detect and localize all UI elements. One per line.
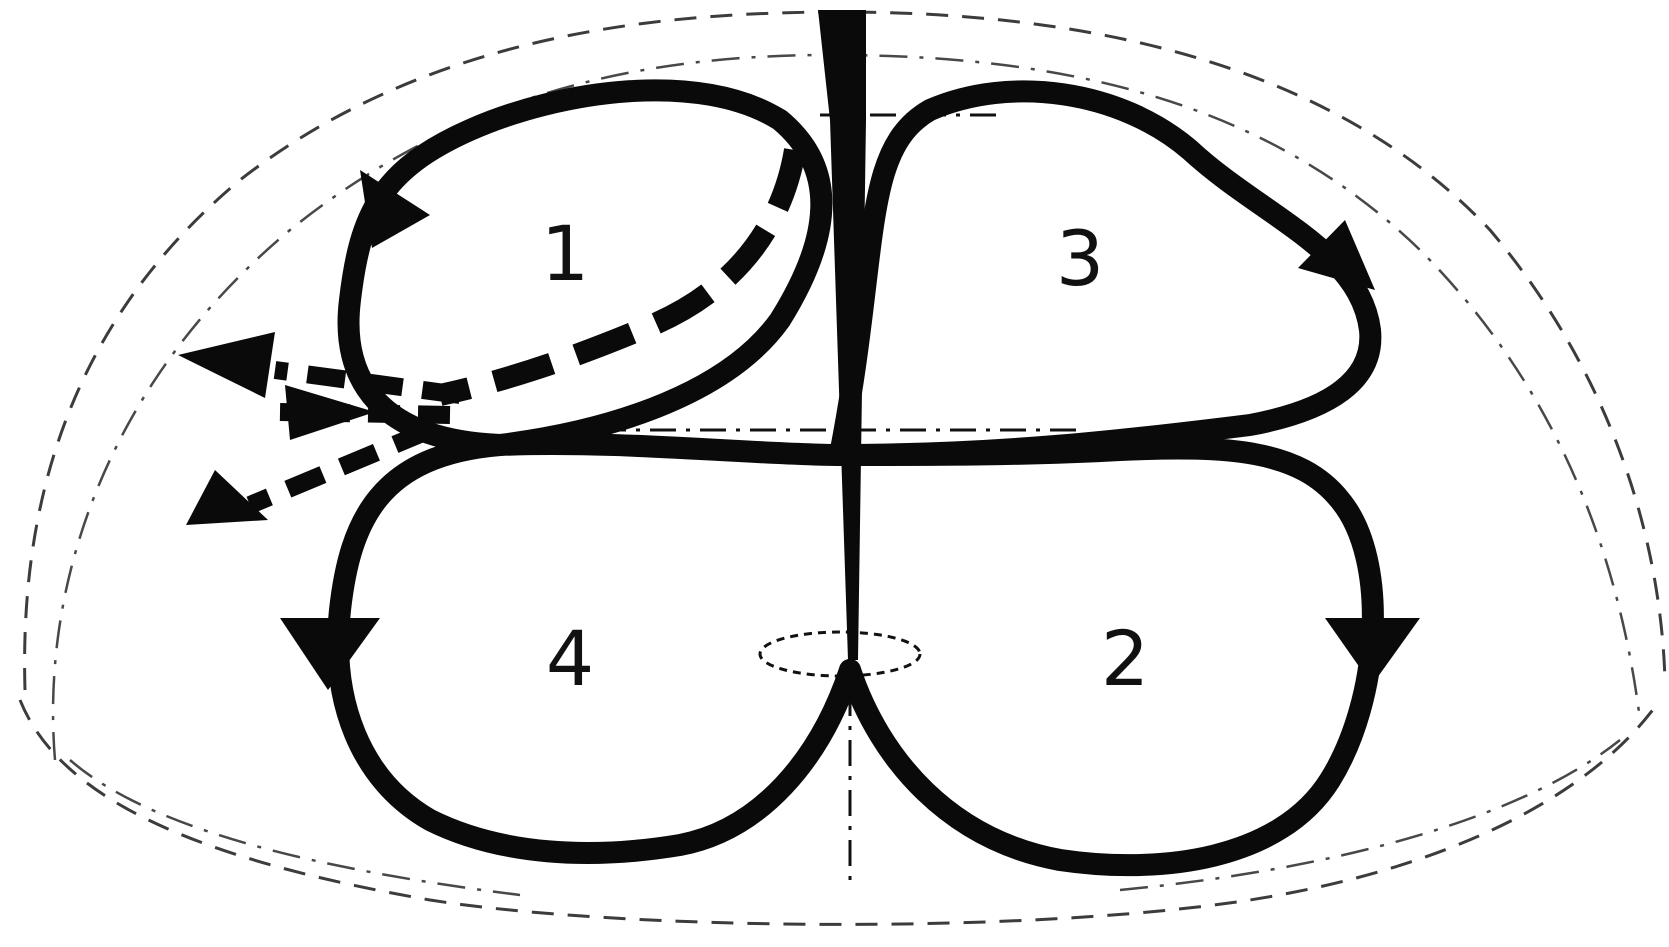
lobe-1-label: 1 — [541, 209, 589, 298]
lobe-3-label: 3 — [1056, 214, 1104, 303]
outward-arrows — [178, 332, 460, 525]
lobe-3-loop — [840, 91, 1370, 455]
lobe-4-arrowhead — [280, 618, 380, 690]
lobe-2-label: 2 — [1101, 614, 1149, 703]
lobe-2-arrowhead — [1325, 618, 1420, 685]
lobe-4-label: 4 — [546, 614, 594, 703]
outward-arrowhead-upper — [178, 332, 275, 398]
